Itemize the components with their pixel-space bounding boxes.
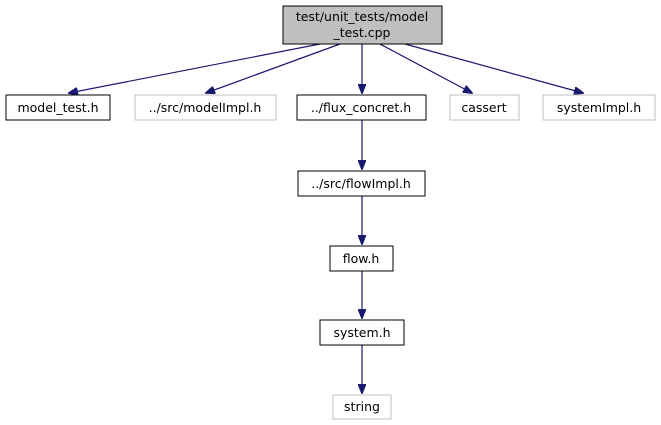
node-root-line-2: _test.cpp	[333, 25, 391, 40]
node-model-test-h-label: model_test.h	[17, 100, 98, 115]
node-src-modelimpl-h-label: ../src/modelImpl.h	[149, 100, 262, 115]
node-flow-h-label: flow.h	[343, 251, 380, 266]
node-src-flowimpl-h[interactable]: ../src/flowImpl.h	[297, 170, 426, 197]
node-cassert-label: cassert	[461, 100, 506, 115]
edge-root-cassert	[379, 43, 472, 93]
edge-root-systemimpl-h	[404, 43, 583, 93]
node-flow-h[interactable]: flow.h	[329, 245, 394, 272]
node-root[interactable]: test/unit_tests/model _test.cpp	[282, 5, 443, 45]
edges-layer	[69, 43, 583, 393]
node-system-h-label: system.h	[333, 325, 390, 340]
node-flux-concret-h-label: ../flux_concret.h	[311, 100, 411, 115]
node-model-test-h[interactable]: model_test.h	[5, 94, 111, 121]
node-flux-concret-h[interactable]: ../flux_concret.h	[296, 94, 427, 121]
node-system-h[interactable]: system.h	[319, 319, 405, 346]
nodes-layer: test/unit_tests/model _test.cpp model_te…	[5, 5, 656, 420]
node-src-flowimpl-h-label: ../src/flowImpl.h	[311, 176, 411, 191]
node-string-label: string	[344, 399, 380, 414]
node-cassert[interactable]: cassert	[449, 94, 520, 121]
node-root-line-1: test/unit_tests/model	[296, 9, 428, 24]
node-systemimpl-h[interactable]: systemImpl.h	[542, 94, 656, 121]
edge-root-modelimpl-h	[206, 43, 341, 93]
node-string[interactable]: string	[332, 394, 392, 420]
edge-root-model-test-h	[69, 43, 321, 93]
node-src-modelimpl-h[interactable]: ../src/modelImpl.h	[134, 94, 277, 121]
node-systemimpl-h-label: systemImpl.h	[557, 100, 641, 115]
